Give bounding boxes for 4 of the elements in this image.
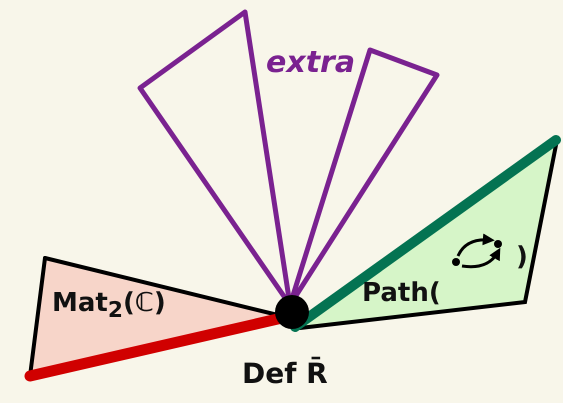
cone-label: Mat$_{2}$(ℂ) — [52, 290, 166, 322]
group-label: extra — [266, 48, 356, 78]
cone-label: ) — [516, 244, 528, 270]
cone-label: Path( — [362, 280, 441, 306]
